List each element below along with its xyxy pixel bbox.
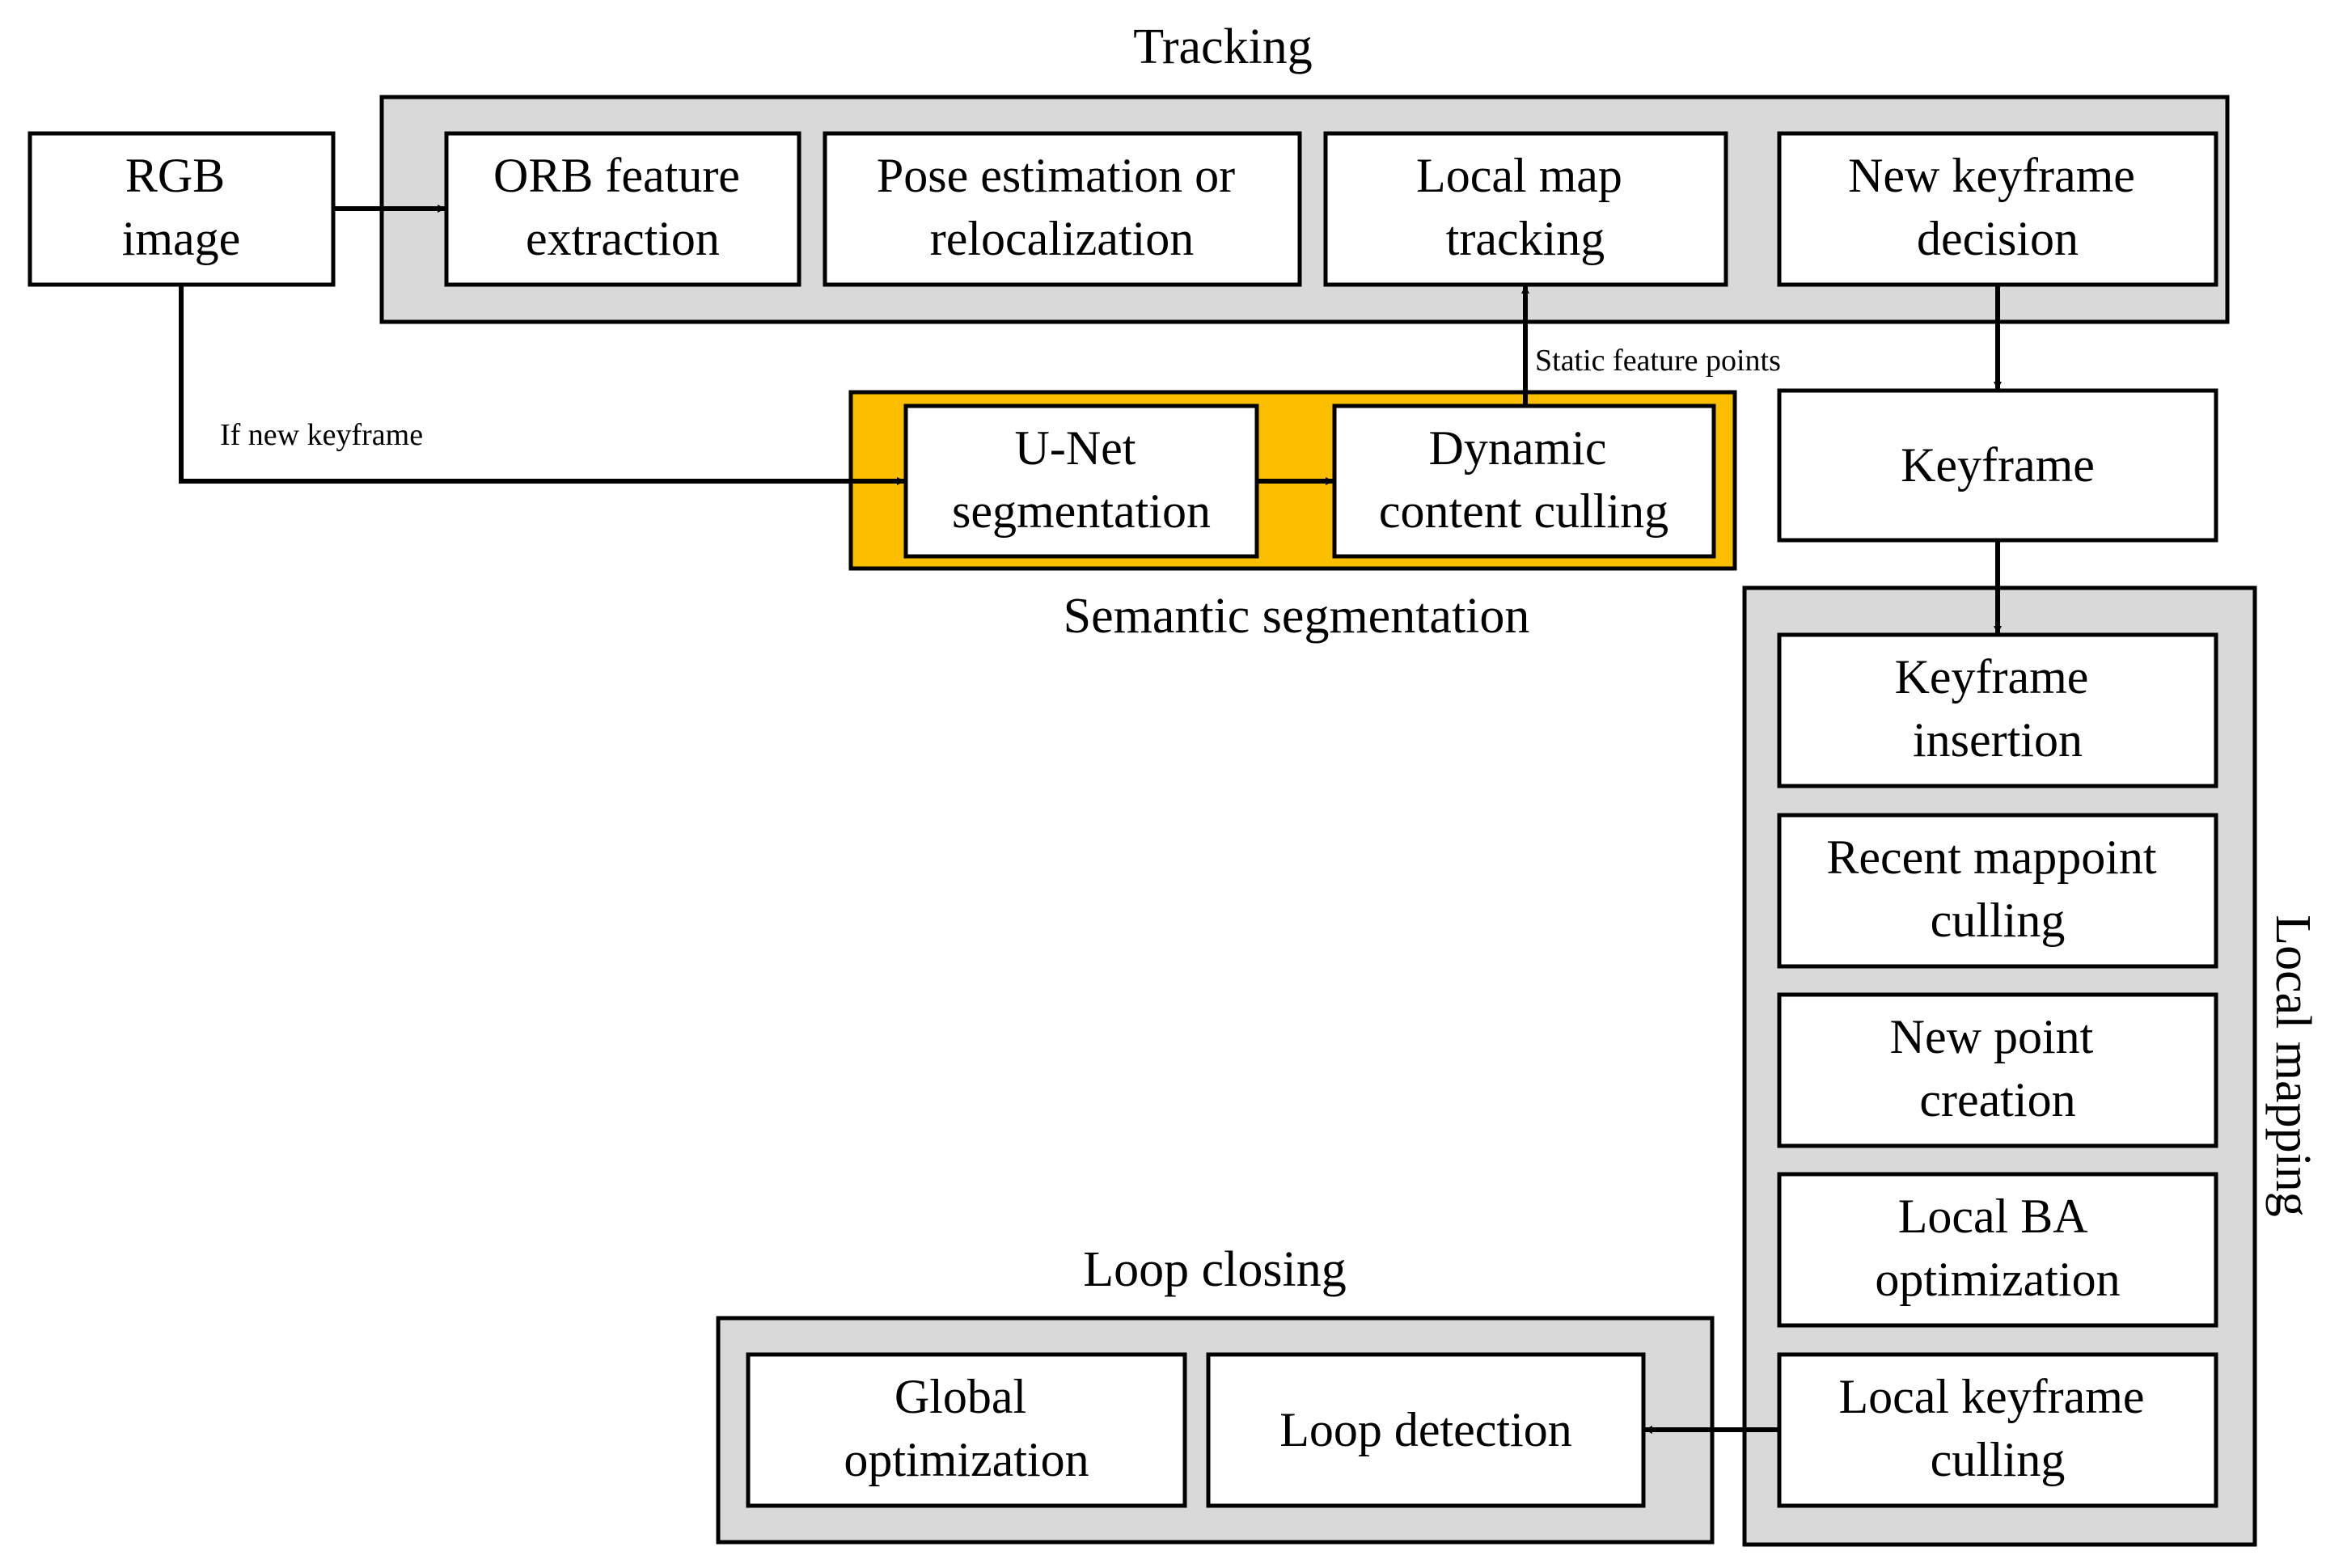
local-mapping-title: Local mapping bbox=[2265, 915, 2320, 1217]
box-line: optimization bbox=[1875, 1253, 2120, 1306]
box-line: U-Net bbox=[1015, 421, 1136, 475]
svg-text:New keyframe decision: New keyframe decision bbox=[1848, 149, 2147, 265]
box-line: Global bbox=[894, 1370, 1026, 1423]
svg-text:Dynamic content culling: Dynamic content culling bbox=[1379, 421, 1668, 538]
recent-mappoint-culling-box: Recent mappoint culling bbox=[1777, 813, 2218, 969]
box-line: tracking bbox=[1446, 212, 1605, 265]
svg-text:Global optimization: Global optimization bbox=[844, 1370, 1089, 1486]
svg-text:Keyframe insertion: Keyframe insertion bbox=[1895, 650, 2101, 767]
box-line: creation bbox=[1919, 1073, 2075, 1126]
box-line: relocalization bbox=[930, 212, 1194, 265]
arrow-rgb-to-unet bbox=[179, 285, 905, 485]
local-keyframe-culling-box: Local keyframe culling bbox=[1777, 1352, 2218, 1508]
svg-text:Recent mappoint culling: Recent mappoint culling bbox=[1826, 830, 2168, 947]
box-line: Keyframe bbox=[1895, 650, 2089, 704]
box-line: decision bbox=[1917, 212, 2079, 265]
new-point-creation-box: New point creation bbox=[1777, 992, 2218, 1148]
svg-text:Local keyframe culling: Local keyframe culling bbox=[1838, 1370, 2156, 1486]
local-map-tracking-box: Local map tracking bbox=[1323, 131, 1728, 287]
box-line: New point bbox=[1890, 1010, 2094, 1063]
box-line: Local BA bbox=[1898, 1190, 2088, 1243]
box-line: culling bbox=[1931, 1433, 2066, 1486]
box-line: RGB bbox=[125, 149, 225, 202]
box-line: insertion bbox=[1913, 713, 2083, 767]
loop-closing-title: Loop closing bbox=[1083, 1242, 1346, 1297]
box-line: New keyframe bbox=[1848, 149, 2135, 202]
box-line: culling bbox=[1931, 894, 2066, 947]
local-ba-optimization-box: Local BA optimization bbox=[1777, 1172, 2218, 1328]
svg-text:Keyframe: Keyframe bbox=[1901, 438, 2095, 492]
svg-text:ORB feature extraction: ORB feature extraction bbox=[493, 149, 752, 265]
box-line: image bbox=[122, 212, 241, 265]
box-line: Recent mappoint bbox=[1826, 830, 2157, 884]
svg-text:Local BA optimization: Local BA optimization bbox=[1875, 1190, 2120, 1306]
semantic-segmentation-title: Semantic segmentation bbox=[1064, 589, 1530, 644]
svg-text:Local map tracking: Local map tracking bbox=[1416, 149, 1635, 265]
new-keyframe-decision-box: New keyframe decision bbox=[1777, 131, 2218, 287]
box-line: segmentation bbox=[952, 484, 1211, 538]
static-feature-points-label: Static feature points bbox=[1535, 344, 1781, 378]
svg-text:Pose estimation or reloc: Pose estimation or relocalization bbox=[877, 149, 1247, 265]
rgb-image-box: RGB image bbox=[27, 131, 336, 287]
box-line: Local map bbox=[1416, 149, 1622, 202]
svg-text:Loop detection: Loop detection bbox=[1279, 1403, 1572, 1456]
svg-text:New point creation: New point creation bbox=[1890, 1010, 2106, 1126]
box-line: optimization bbox=[844, 1433, 1089, 1486]
box-line: Keyframe bbox=[1901, 438, 2095, 492]
keyframe-box: Keyframe bbox=[1777, 388, 2218, 543]
if-new-keyframe-label: If new keyframe bbox=[220, 418, 423, 452]
svg-text:RGB image: RGB image bbox=[122, 149, 241, 265]
orb-feature-extraction-box: ORB feature extraction bbox=[444, 131, 801, 287]
box-line: Pose estimation or bbox=[877, 149, 1235, 202]
dynamic-content-culling-box: Dynamic content culling bbox=[1332, 404, 1716, 559]
box-line: ORB feature bbox=[493, 149, 740, 202]
box-line: Loop detection bbox=[1279, 1403, 1572, 1456]
tracking-title: Tracking bbox=[1133, 19, 1313, 74]
svg-text:U-Net segmentation: U-Net segmentation bbox=[952, 421, 1211, 538]
box-line: Dynamic bbox=[1429, 421, 1607, 475]
box-line: content culling bbox=[1379, 484, 1668, 538]
keyframe-insertion-box: Keyframe insertion bbox=[1777, 632, 2218, 788]
box-line: Local keyframe bbox=[1838, 1370, 2144, 1423]
unet-segmentation-box: U-Net segmentation bbox=[903, 404, 1259, 559]
box-line: extraction bbox=[526, 212, 720, 265]
loop-detection-box: Loop detection bbox=[1206, 1352, 1646, 1508]
global-optimization-box: Global optimization bbox=[746, 1352, 1187, 1508]
pose-estimation-box: Pose estimation or relocalization bbox=[823, 131, 1302, 287]
